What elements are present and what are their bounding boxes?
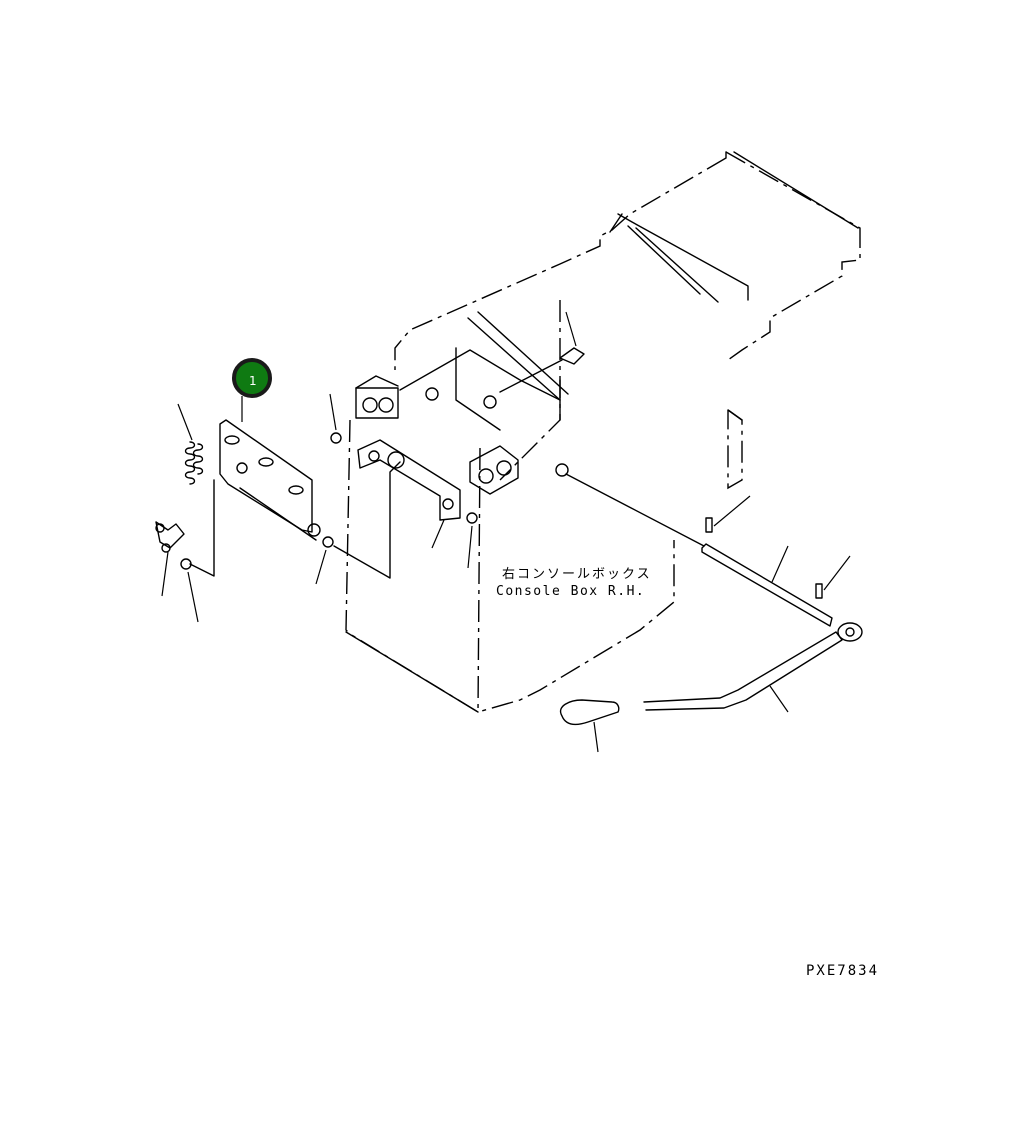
- link-rod-long: [333, 461, 401, 579]
- console-box-label-en: Console Box R.H.: [496, 584, 645, 599]
- nut-top: [329, 393, 342, 444]
- nut-mid: [315, 536, 334, 585]
- console-box-outline: [345, 151, 861, 713]
- lever-knob: [559, 699, 620, 753]
- drawing-code: PXE7834: [806, 963, 879, 979]
- link-rod: [189, 479, 215, 577]
- u-bracket: [357, 439, 461, 549]
- callout-1[interactable]: 1: [232, 358, 272, 422]
- clip-and-bolt: [155, 521, 185, 597]
- console-box-label-jp: 右コンソールボックス: [502, 567, 652, 582]
- callout-1-marker[interactable]: [232, 358, 272, 398]
- pin-right: [815, 555, 851, 599]
- tension-spring: [177, 403, 204, 485]
- top-bolt: [499, 311, 585, 393]
- hinge-plate-bracket: [219, 419, 321, 541]
- callout-1-number: 1: [249, 374, 257, 388]
- nut-left: [180, 558, 199, 623]
- lever-arm: [643, 622, 863, 713]
- pin-upper: [705, 495, 751, 533]
- pivot-shaft: [555, 463, 833, 627]
- nut-center: [466, 512, 478, 569]
